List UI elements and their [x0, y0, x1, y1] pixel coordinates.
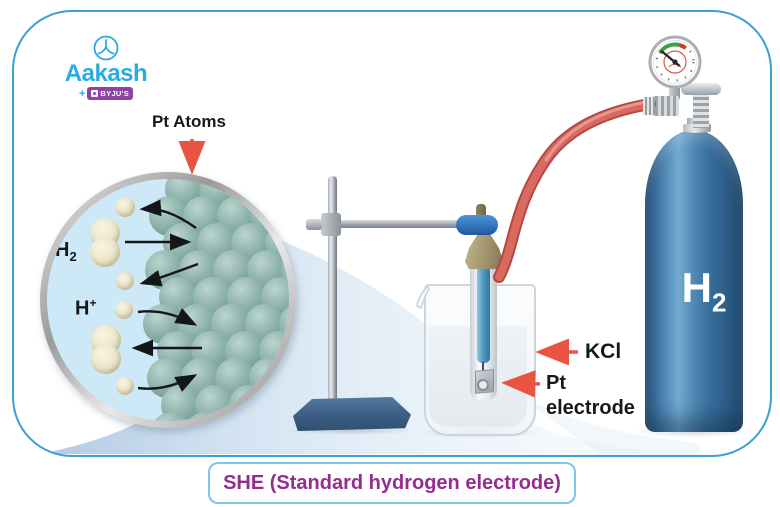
valve-post: [693, 94, 709, 128]
magnifier-lens: H2 H+: [40, 172, 296, 428]
h2-gas-sphere: [115, 197, 135, 217]
h-plus-sphere: [115, 301, 133, 319]
byjus-badge: BYJU'S: [87, 87, 134, 100]
pt-atom: [285, 196, 289, 236]
stand-thumbscrew: [306, 219, 322, 230]
beaker-spout: [416, 285, 430, 310]
stand-rod: [328, 176, 337, 408]
stand-base: [293, 397, 411, 431]
electrode-knob: [476, 204, 486, 217]
valve-handle: [681, 83, 721, 95]
pt-electrode-ring: [477, 379, 489, 391]
brand-plus: +: [78, 87, 86, 100]
gauge-stem: [669, 86, 680, 99]
pt-atoms-label: Pt Atoms: [152, 112, 226, 131]
caption-box: SHE (Standard hydrogen electrode): [208, 462, 576, 504]
electrode-clamp: [456, 215, 498, 235]
pt-electrode-label-line2: electrode: [546, 397, 635, 419]
gas-inlet-port: [494, 271, 503, 282]
valve-connector: [652, 96, 679, 116]
stand-arm: [336, 220, 464, 228]
h2-cylinder-label: H2: [681, 264, 727, 318]
pt-electrode-label: Pt electrode: [546, 371, 635, 421]
stand-clamp-block: [321, 213, 341, 236]
brand-logo: Aakash + BYJU'S: [56, 34, 156, 100]
h2-label: H2: [55, 239, 77, 264]
h2-cylinder: [645, 130, 743, 432]
lens-interior: H2 H+: [47, 179, 289, 421]
electrode-inner-tube: [477, 269, 490, 363]
h2-molecule-bottom: [91, 344, 121, 374]
byjus-label: BYJU'S: [100, 89, 130, 98]
tube-nut: [643, 97, 655, 115]
aakash-circle-icon: [93, 35, 119, 61]
pressure-gauge: [648, 35, 702, 89]
pt-electrode-label-line1: Pt: [546, 372, 566, 394]
byjus-icon: [91, 90, 99, 97]
valve-flange: [683, 124, 711, 132]
kcl-label: KCl: [585, 340, 622, 363]
h-plus-label: H+: [75, 296, 97, 320]
caption-text: SHE (Standard hydrogen electrode): [223, 471, 561, 494]
brand-name: Aakash: [64, 60, 148, 87]
h2-gas-sphere: [116, 377, 134, 395]
h2-gas-sphere: [116, 272, 134, 290]
h2-molecule-bottom: [90, 237, 120, 267]
